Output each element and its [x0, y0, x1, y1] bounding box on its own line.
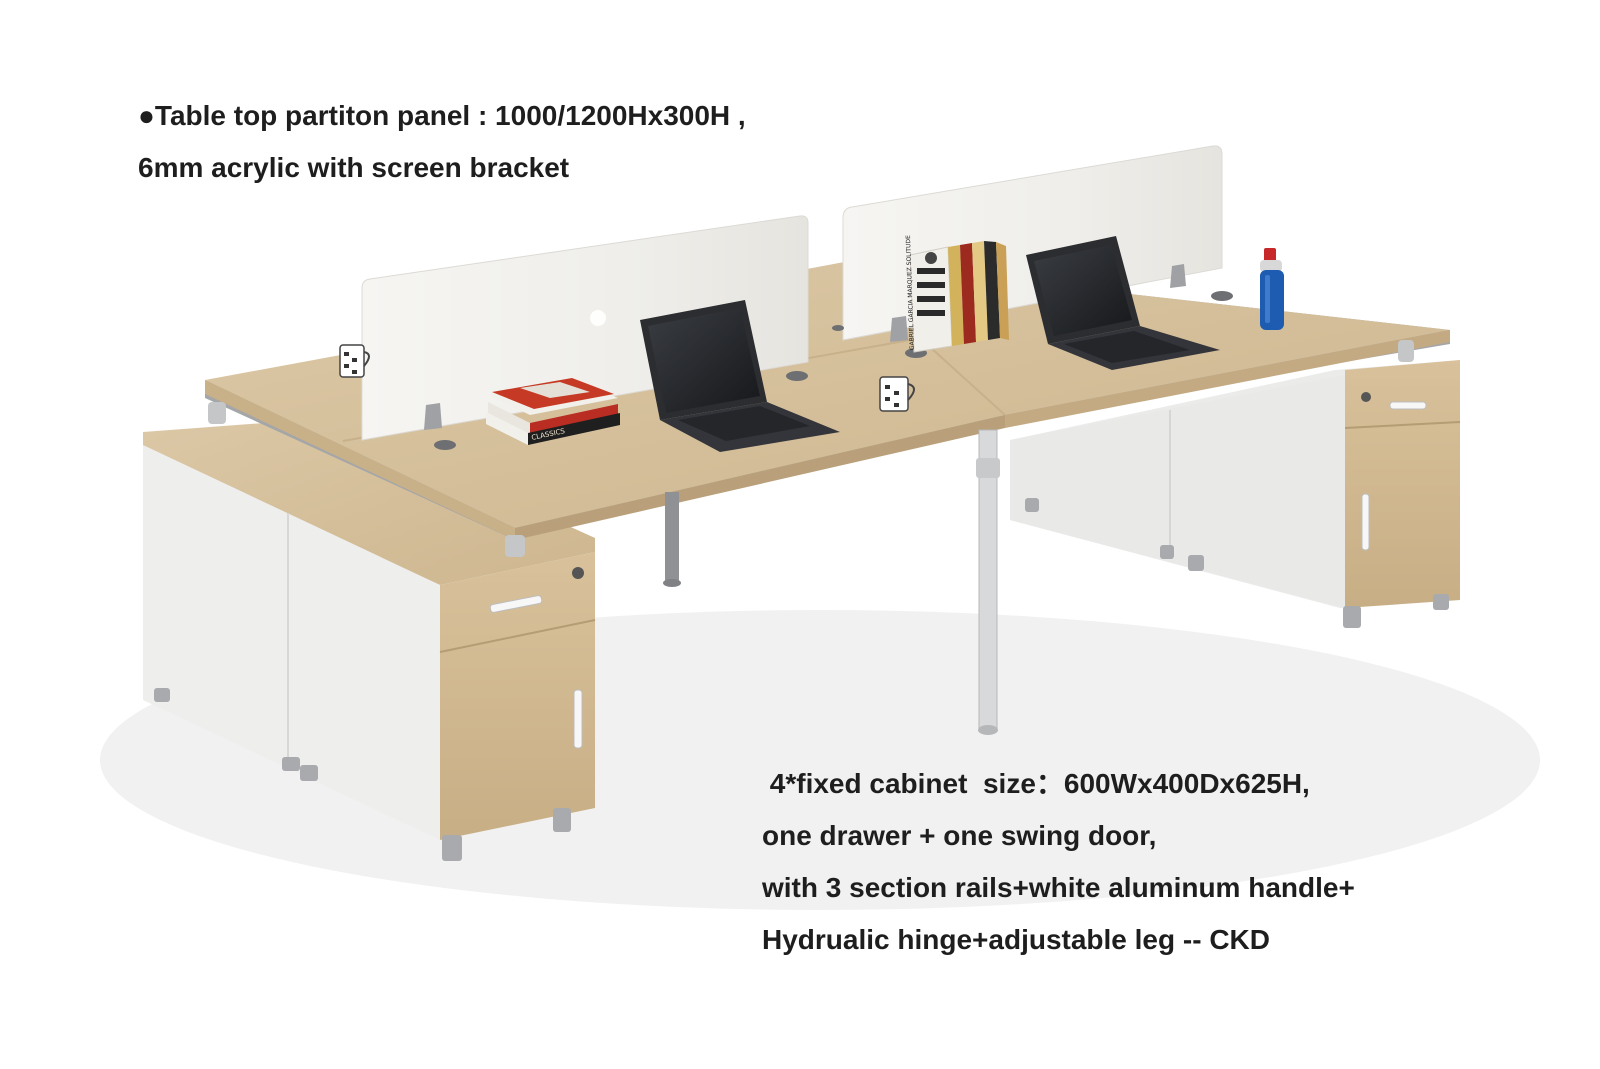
- partition-panel-left: [361, 215, 809, 441]
- laptop-left: [640, 300, 840, 452]
- bottom-caption-line-3: with 3 section rails+white aluminum hand…: [762, 872, 1355, 903]
- right-cabinet: [1010, 360, 1461, 628]
- bottom-caption-line-2: one drawer + one swing door,: [762, 820, 1157, 851]
- mug-icon: [879, 376, 915, 412]
- desk-legs: [663, 429, 1000, 735]
- lock-icon: [1361, 392, 1371, 402]
- top-caption-line-2: 6mm acrylic with screen bracket: [138, 152, 570, 183]
- bottom-caption-line-4: Hydrualic hinge+adjustable leg -- CKD: [762, 924, 1270, 955]
- bottom-caption: 4*fixed cabinet size：600Wx400Dx625H, one…: [762, 758, 1355, 966]
- book-cover-text: GABRIEL GARCIA MARQUEZ SOLITUDE: [905, 235, 916, 350]
- bottom-caption-line-1: 4*fixed cabinet size：600Wx400Dx625H,: [762, 768, 1310, 799]
- lock-icon: [572, 567, 584, 579]
- left-cabinet: [143, 418, 596, 861]
- standing-books: GABRIEL GARCIA MARQUEZ SOLITUDE: [905, 235, 1009, 353]
- top-caption: ●Table top partiton panel : 1000/1200Hx3…: [138, 90, 746, 194]
- cabinet-feet: [154, 688, 571, 861]
- laptop-right: [1026, 236, 1220, 370]
- screen-brackets: [424, 264, 1186, 430]
- cabinet-feet: [1025, 498, 1449, 628]
- top-caption-line-1: ●Table top partiton panel : 1000/1200Hx3…: [138, 100, 746, 131]
- bottle-icon: [1260, 248, 1284, 330]
- mug-icon: [339, 344, 370, 378]
- book-stack: CLASSICS: [486, 378, 620, 445]
